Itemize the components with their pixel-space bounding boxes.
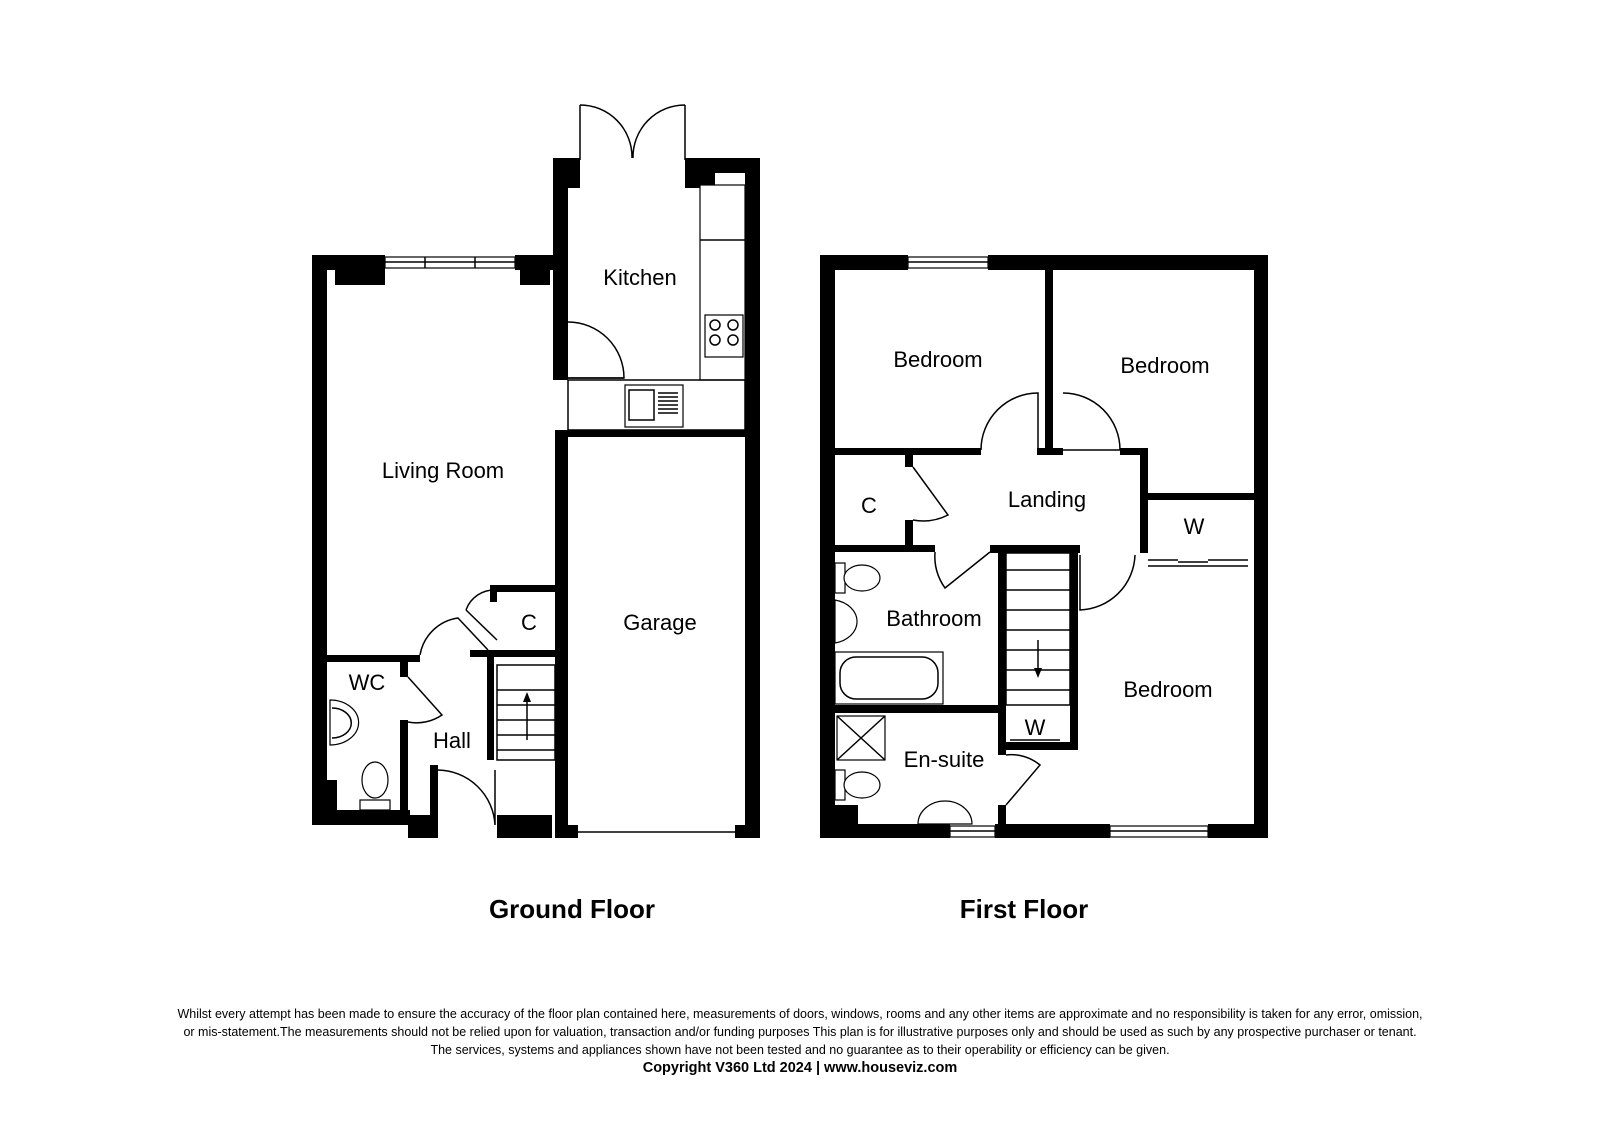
ensuite-basin xyxy=(917,800,973,825)
ground-doors xyxy=(407,104,686,826)
first-fixtures xyxy=(834,552,1071,825)
stairs xyxy=(496,664,556,761)
room-label-bedroom-1: Bedroom xyxy=(893,347,982,372)
ground-walls xyxy=(312,158,760,838)
wc-toilet xyxy=(359,761,391,811)
disclaimer-line-3: The services, systems and appliances sho… xyxy=(430,1043,1170,1057)
ensuite-toilet xyxy=(834,769,881,801)
bath xyxy=(834,651,944,705)
bathroom-basin xyxy=(834,599,858,644)
bathroom-toilet xyxy=(834,562,881,594)
room-label-bedroom-3: Bedroom xyxy=(1123,677,1212,702)
room-label-hall: Hall xyxy=(433,728,471,753)
ground-floor-title: Ground Floor xyxy=(489,894,655,924)
room-label-garage: Garage xyxy=(623,610,696,635)
sink-icon xyxy=(624,384,684,428)
room-label-ensuite: En-suite xyxy=(904,747,985,772)
disclaimer-line-1: Whilst every attempt has been made to en… xyxy=(177,1007,1423,1021)
stairs xyxy=(1005,552,1071,706)
disclaimer: Whilst every attempt has been made to en… xyxy=(0,1005,1600,1077)
hob-icon xyxy=(704,314,744,358)
ground-floor-plan: Kitchen Living Room Garage C WC Hall Gro… xyxy=(312,104,760,924)
room-label-kitchen: Kitchen xyxy=(603,265,676,290)
copyright: Copyright V360 Ltd 2024 | www.houseviz.c… xyxy=(642,1060,958,1076)
disclaimer-line-2: or mis-statement.The measurements should… xyxy=(183,1025,1417,1039)
room-label-bedroom-2: Bedroom xyxy=(1120,353,1209,378)
room-label-wc: WC xyxy=(349,670,386,695)
room-label-cupboard: C xyxy=(861,493,877,518)
first-doors xyxy=(912,392,1248,806)
ground-fixtures xyxy=(329,184,746,811)
room-label-cupboard: C xyxy=(521,610,537,635)
room-label-bathroom: Bathroom xyxy=(886,606,981,631)
room-label-wardrobe-2: W xyxy=(1025,715,1046,740)
first-walls xyxy=(820,255,1268,838)
first-floor-title: First Floor xyxy=(960,894,1089,924)
room-label-landing: Landing xyxy=(1008,487,1086,512)
room-label-wardrobe-1: W xyxy=(1184,514,1205,539)
ground-windows xyxy=(384,256,516,269)
first-windows xyxy=(907,256,1209,838)
wc-basin xyxy=(329,699,360,746)
room-label-living-room: Living Room xyxy=(382,458,504,483)
first-floor-plan: Bedroom Bedroom Bedroom C Landing W W Ba… xyxy=(820,255,1268,924)
shower xyxy=(836,715,886,761)
